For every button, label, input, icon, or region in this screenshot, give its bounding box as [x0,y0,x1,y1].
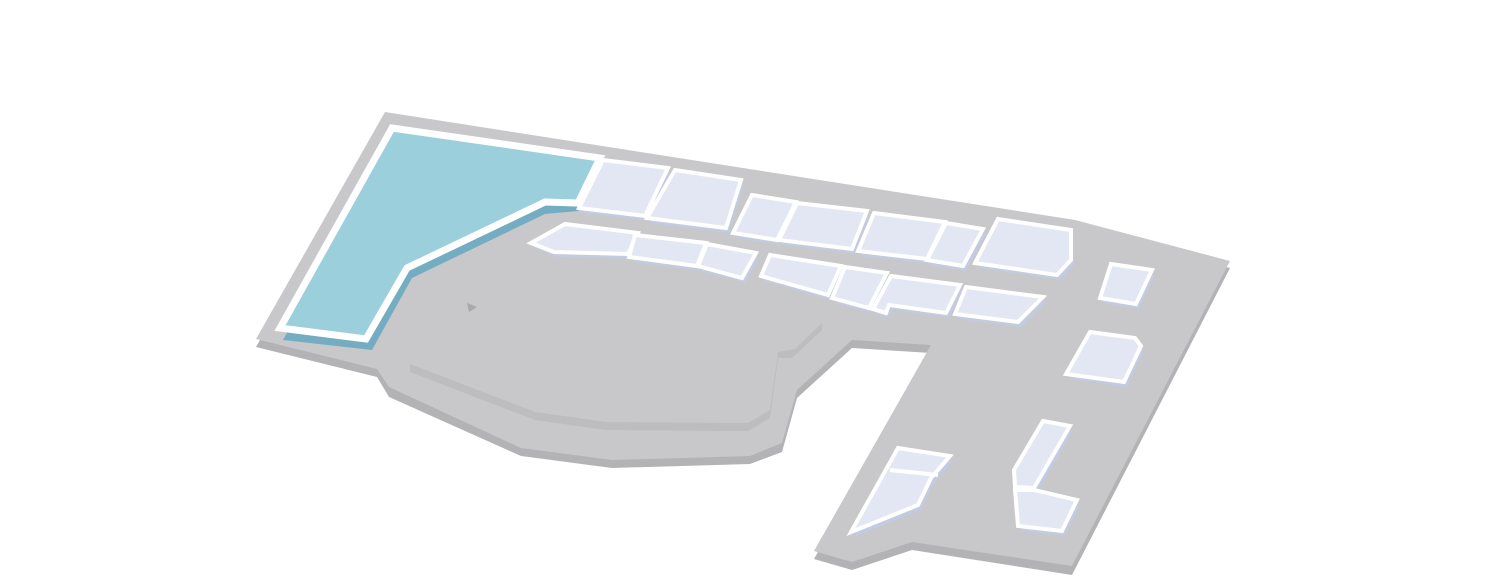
store-south-wing [846,445,954,536]
store-unit[interactable] [1062,329,1144,385]
store-east-wing [1011,261,1155,534]
store-unit[interactable] [695,241,760,281]
store-row-top [575,157,1073,278]
store-unit[interactable] [1097,261,1155,307]
store-highlighted-group[interactable] [274,124,606,350]
store-divider-line [889,468,939,477]
store-unit[interactable] [952,284,1048,325]
small-triangle-marker-icon [467,303,477,312]
highlighted-store-unit[interactable] [274,124,606,343]
store-row-middle [526,221,1048,325]
store-unit[interactable] [1012,488,1080,534]
store-unit[interactable] [643,167,744,231]
store-unit[interactable] [829,264,891,311]
atrium-area [410,303,822,431]
store-unit[interactable] [971,216,1073,278]
store-unit[interactable] [923,220,987,269]
store-unit[interactable] [870,273,964,316]
store-unit[interactable] [846,445,954,536]
store-unit[interactable] [758,252,844,298]
atrium-rim [410,323,822,431]
store-unit[interactable] [1011,418,1074,491]
store-unit[interactable] [775,200,870,252]
store-unit[interactable] [575,157,672,219]
